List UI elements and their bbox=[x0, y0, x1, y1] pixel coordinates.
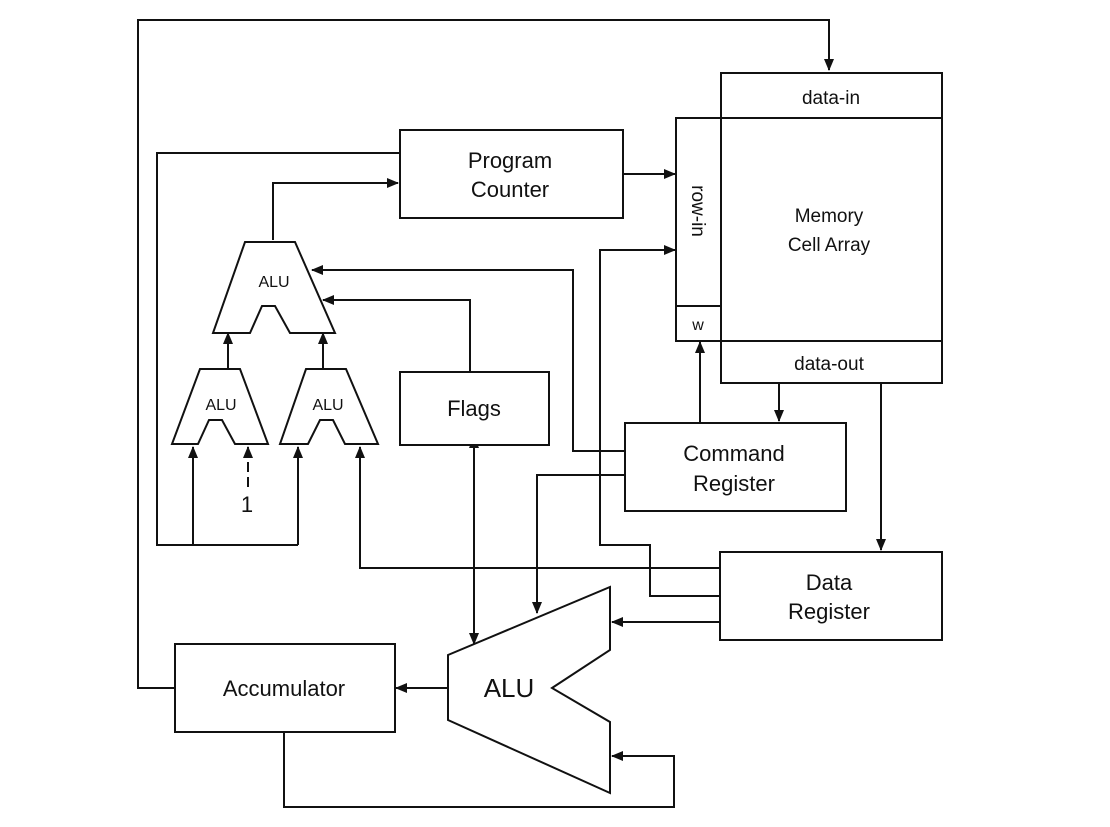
connection-wires bbox=[137, 19, 886, 808]
alu-right: ALU bbox=[278, 368, 380, 445]
alu-right-label: ALU bbox=[312, 397, 343, 414]
flags-label: Flags bbox=[447, 396, 501, 421]
alu-left-label: ALU bbox=[205, 397, 236, 414]
wire-data-register-loop bbox=[649, 568, 720, 597]
program-counter-line1: Program bbox=[468, 148, 552, 173]
accumulator-label: Accumulator bbox=[223, 676, 345, 701]
program-counter-box bbox=[399, 129, 624, 219]
memory-block: data-in Memory Cell Array data-out row-i… bbox=[675, 72, 943, 384]
main-alu-shape bbox=[447, 585, 611, 795]
constant-one-label: 1 bbox=[241, 492, 253, 517]
data-register: Data Register bbox=[719, 551, 943, 641]
alu-left-shape bbox=[170, 368, 270, 445]
program-counter-line2: Counter bbox=[471, 177, 549, 202]
command-register-line2: Register bbox=[693, 471, 775, 496]
wire-data-register-to-right-alu bbox=[355, 446, 720, 569]
data-register-line2: Register bbox=[788, 599, 870, 624]
wire-alu-to-pc bbox=[272, 178, 399, 240]
wire-pc-feedback bbox=[156, 152, 400, 546]
flags-register: Flags bbox=[399, 371, 550, 446]
write-enable-label: w bbox=[691, 317, 704, 334]
accumulator: Accumulator bbox=[174, 643, 396, 733]
data-out-label: data-out bbox=[794, 354, 864, 375]
command-register-line1: Command bbox=[683, 441, 784, 466]
memory-title-line2: Cell Array bbox=[788, 235, 871, 256]
main-alu: ALU bbox=[447, 585, 611, 795]
data-register-line1: Data bbox=[806, 570, 853, 595]
data-in-label: data-in bbox=[802, 88, 860, 109]
accumulator-box bbox=[174, 643, 396, 733]
alu-top-shape bbox=[211, 241, 337, 334]
alu-top-label: ALU bbox=[258, 274, 289, 291]
program-counter: Program Counter bbox=[399, 129, 624, 219]
data-register-box bbox=[719, 551, 943, 641]
row-in-label: row-in bbox=[687, 185, 708, 237]
flags-box bbox=[399, 371, 550, 446]
alu-left: ALU bbox=[170, 368, 270, 445]
row-in-decoder bbox=[675, 117, 722, 342]
wire-accumulator-to-data-in bbox=[137, 19, 834, 689]
wire-accumulator-feedback bbox=[283, 732, 675, 808]
alu-right-shape bbox=[278, 368, 380, 445]
command-register: Command Register bbox=[624, 422, 847, 512]
main-alu-label: ALU bbox=[484, 673, 535, 703]
alu-top: ALU bbox=[211, 241, 337, 334]
wire-flags-to-top-alu bbox=[322, 295, 471, 372]
memory-cell-array bbox=[720, 72, 943, 384]
command-register-box bbox=[624, 422, 847, 512]
memory-title-line1: Memory bbox=[795, 206, 864, 227]
